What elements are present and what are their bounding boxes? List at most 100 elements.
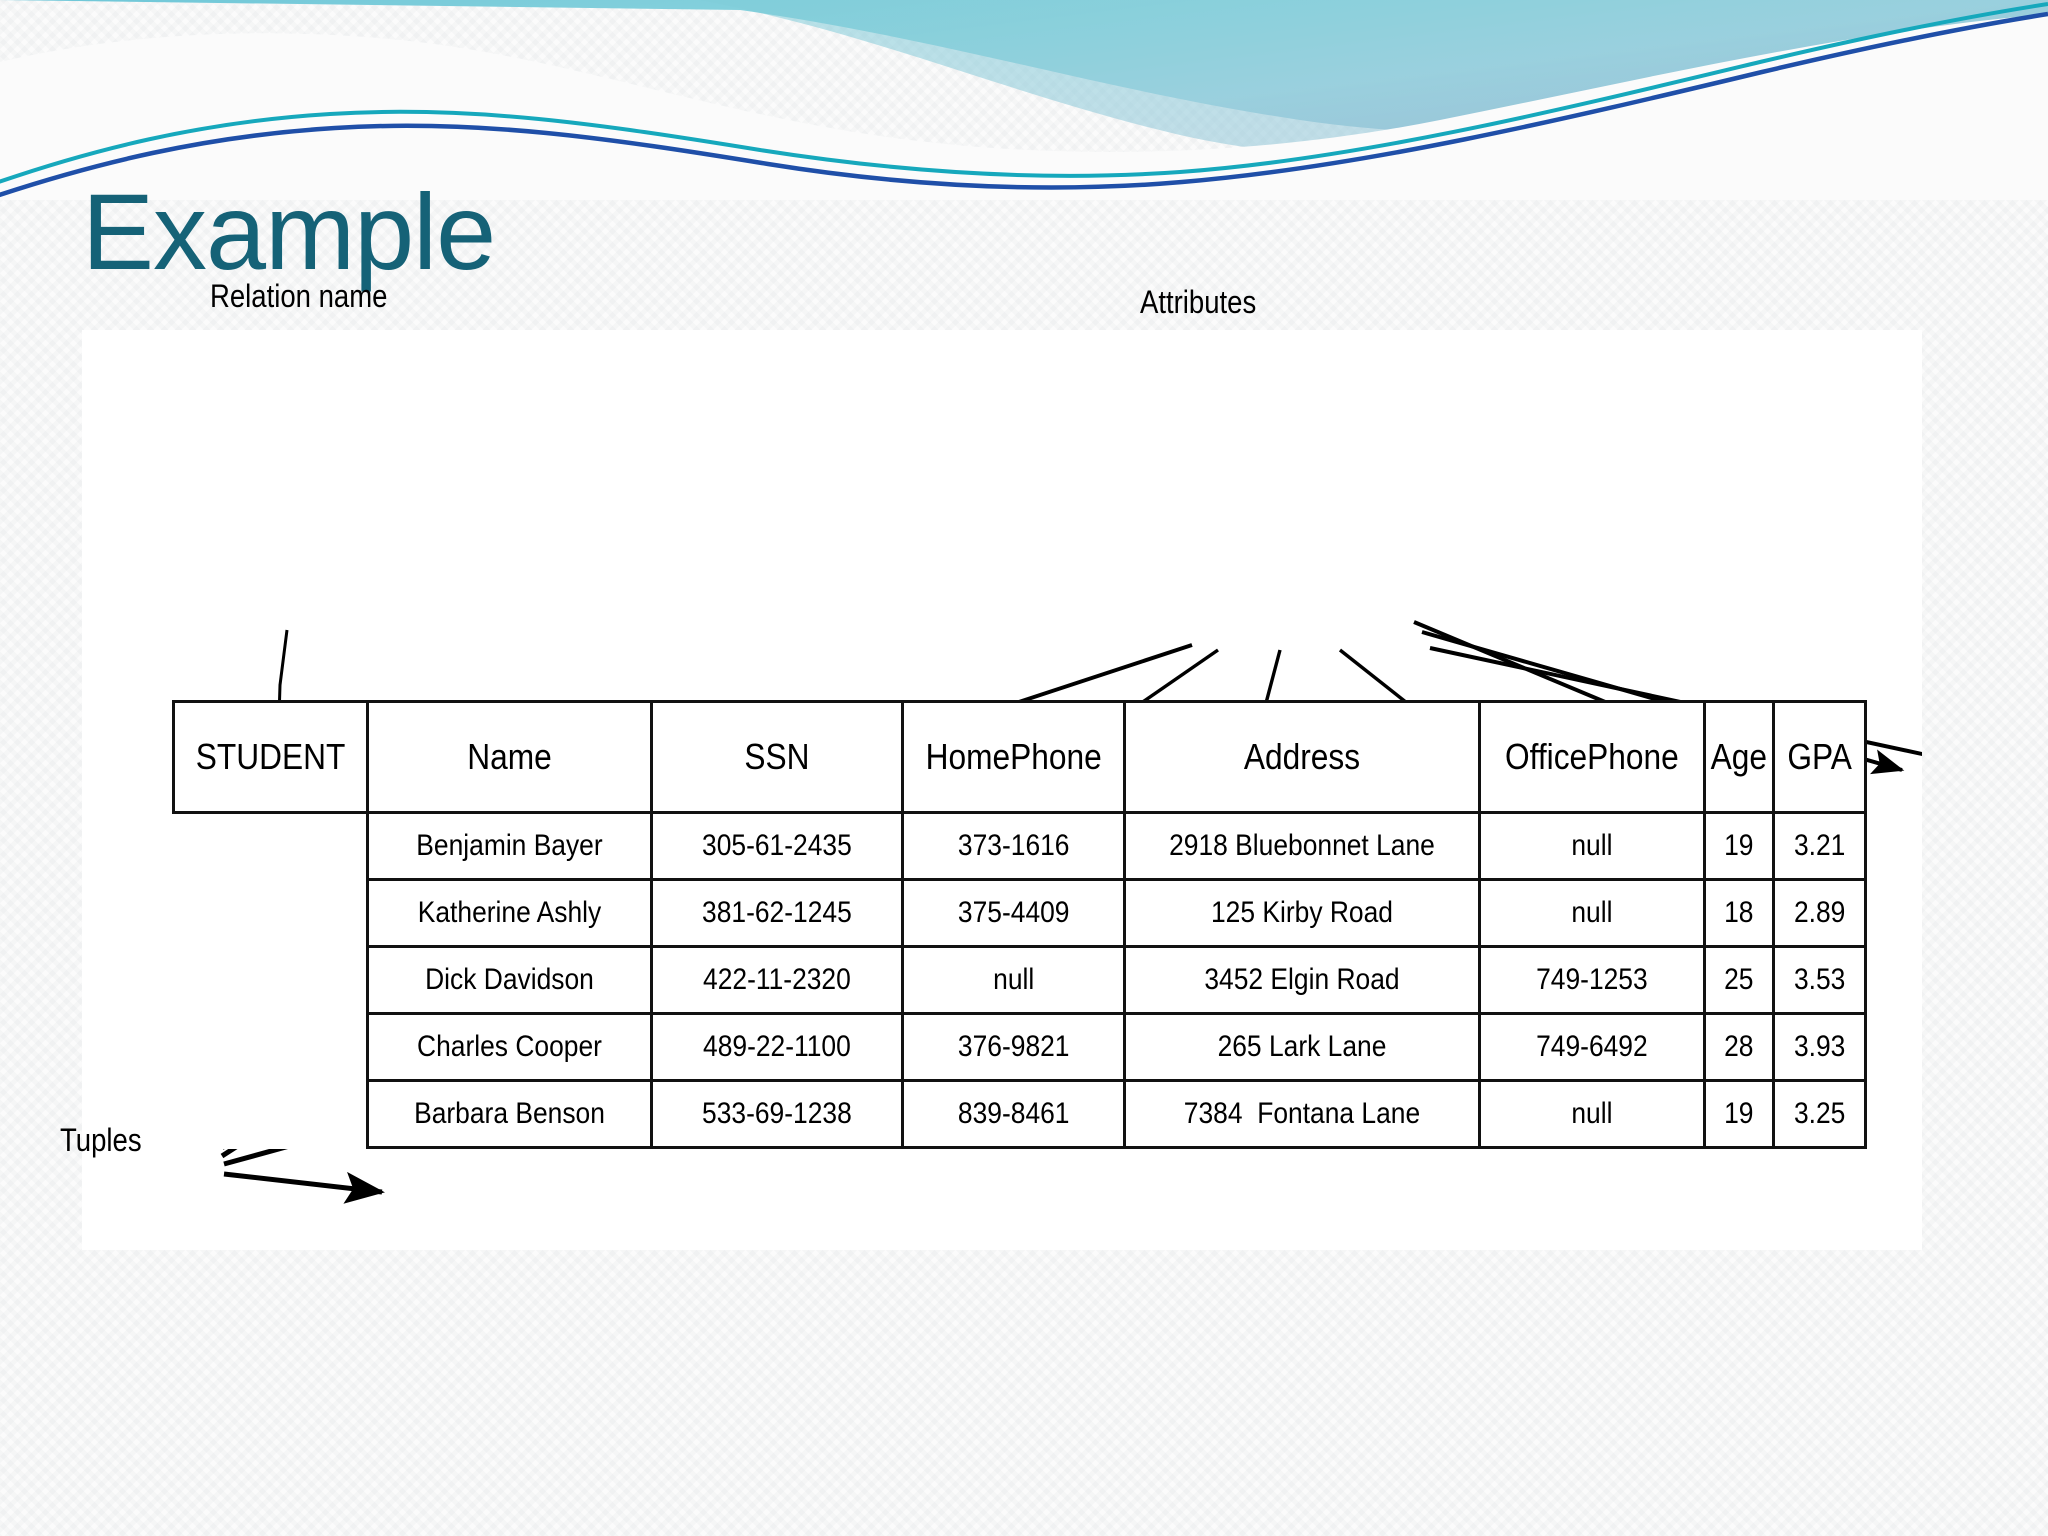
cell-text-homephone: 376-9821	[957, 1030, 1070, 1063]
cell-gpa: 3.21	[1771, 811, 1868, 881]
cell-ssn: 422-11-2320	[650, 945, 904, 1015]
cell-age: 25	[1703, 945, 1775, 1015]
cell-text-officephone: null	[1571, 1097, 1613, 1130]
cell-text-address: 7384 Fontana Lane	[1184, 1097, 1421, 1130]
cell-homephone: null	[900, 945, 1127, 1015]
cell-text-homephone: 373-1616	[957, 829, 1070, 862]
cell-text-homephone: 839-8461	[957, 1097, 1070, 1130]
table-header-row: STUDENT Name SSN HomePhone Address Offic…	[171, 700, 1868, 814]
cell-gpa: 3.25	[1771, 1079, 1868, 1149]
wave-white-sweep	[0, 14, 2048, 200]
header-label-homephone: HomePhone	[925, 736, 1102, 777]
header-cell-name: Name	[366, 700, 654, 814]
cell-text-ssn: 381-62-1245	[702, 896, 852, 929]
cell-name: Charles Cooper	[366, 1012, 654, 1082]
cell-text-officephone: 749-1253	[1536, 963, 1648, 996]
row-spacer-cell	[173, 879, 370, 947]
cell-address: 3452 Elgin Road	[1123, 945, 1482, 1015]
cell-text-gpa: 2.89	[1793, 896, 1846, 929]
cell-name: Benjamin Bayer	[366, 811, 654, 881]
row-spacer-cell	[173, 946, 370, 1014]
cell-text-ssn: 422-11-2320	[703, 963, 851, 996]
cell-text-name: Charles Cooper	[417, 1030, 602, 1063]
cell-text-age: 28	[1724, 1030, 1754, 1063]
table-body: Benjamin Bayer 305-61-2435 373-1616 2918…	[173, 811, 1868, 1149]
cell-gpa: 3.93	[1771, 1012, 1868, 1082]
arrow-tuple-5	[223, 1171, 385, 1204]
header-label-address: Address	[1244, 736, 1361, 777]
cell-name: Dick Davidson	[366, 945, 654, 1015]
header-label-gpa: GPA	[1787, 736, 1852, 777]
cell-age: 19	[1703, 1079, 1775, 1149]
cell-text-gpa: 3.53	[1793, 963, 1846, 996]
cell-officephone: null	[1478, 1079, 1707, 1149]
cell-address: 125 Kirby Road	[1123, 878, 1482, 948]
cell-text-gpa: 3.25	[1793, 1097, 1846, 1130]
cell-age: 28	[1703, 1012, 1775, 1082]
cell-text-ssn: 533-69-1238	[702, 1097, 852, 1130]
cell-text-name: Barbara Benson	[414, 1097, 605, 1130]
cell-ssn: 381-62-1245	[650, 878, 904, 948]
cell-text-officephone: null	[1571, 829, 1613, 862]
cell-age: 19	[1703, 811, 1775, 881]
cell-text-homephone: null	[993, 963, 1035, 996]
header-cell-homephone: HomePhone	[900, 700, 1127, 814]
cell-text-address: 125 Kirby Road	[1211, 896, 1394, 929]
cell-text-age: 25	[1724, 963, 1754, 996]
header-cell-student: STUDENT	[171, 700, 370, 814]
header-cell-gpa: GPA	[1771, 700, 1868, 814]
cell-ssn: 305-61-2435	[650, 811, 904, 881]
cell-text-ssn: 305-61-2435	[702, 829, 852, 862]
header-cell-ssn: SSN	[650, 700, 904, 814]
cell-name: Barbara Benson	[366, 1079, 654, 1149]
wave-line-cyan	[0, 2, 2048, 184]
header-label-officephone: OfficePhone	[1505, 736, 1680, 777]
cell-text-homephone: 375-4409	[957, 896, 1070, 929]
header-label-name: Name	[467, 736, 552, 777]
cell-address: 2918 Bluebonnet Lane	[1123, 811, 1482, 881]
cell-text-gpa: 3.21	[1793, 829, 1846, 862]
table-row: Benjamin Bayer 305-61-2435 373-1616 2918…	[173, 811, 1868, 881]
cell-age: 18	[1703, 878, 1775, 948]
cell-text-name: Katherine Ashly	[417, 896, 602, 929]
cell-officephone: null	[1478, 878, 1707, 948]
cell-text-name: Dick Davidson	[425, 963, 594, 996]
header-cell-officephone: OfficePhone	[1478, 700, 1707, 814]
cell-text-address: 3452 Elgin Road	[1204, 963, 1400, 996]
cell-text-age: 19	[1724, 1097, 1754, 1130]
student-relation-table: STUDENT Name SSN HomePhone Address Offic…	[171, 700, 1868, 1149]
cell-text-age: 19	[1724, 829, 1754, 862]
cell-homephone: 373-1616	[900, 811, 1127, 881]
table-header: STUDENT Name SSN HomePhone Address Offic…	[171, 700, 1868, 814]
row-spacer-cell	[173, 812, 370, 880]
cell-text-officephone: 749-6492	[1536, 1030, 1648, 1063]
cell-homephone: 839-8461	[900, 1079, 1127, 1149]
cell-gpa: 2.89	[1771, 878, 1868, 948]
cell-text-officephone: null	[1571, 896, 1613, 929]
label-tuples: Tuples	[60, 1122, 142, 1158]
cell-officephone: null	[1478, 811, 1707, 881]
header-wave-decoration	[0, 0, 2048, 200]
cell-address: 7384 Fontana Lane	[1123, 1079, 1482, 1149]
table-row: Katherine Ashly 381-62-1245 375-4409 125…	[173, 878, 1868, 948]
cell-ssn: 489-22-1100	[650, 1012, 904, 1082]
cell-gpa: 3.53	[1771, 945, 1868, 1015]
row-spacer-cell	[173, 1080, 370, 1148]
header-label-ssn: SSN	[744, 736, 810, 777]
header-label-age: Age	[1710, 736, 1768, 777]
cell-text-name: Benjamin Bayer	[416, 829, 603, 862]
table-row: Barbara Benson 533-69-1238 839-8461 7384…	[173, 1079, 1868, 1149]
cell-officephone: 749-1253	[1478, 945, 1707, 1015]
header-cell-age: Age	[1703, 700, 1775, 814]
cell-text-gpa: 3.93	[1793, 1030, 1846, 1063]
cell-text-address: 2918 Bluebonnet Lane	[1169, 829, 1436, 862]
table-row: Dick Davidson 422-11-2320 null 3452 Elgi…	[173, 945, 1868, 1015]
cell-homephone: 376-9821	[900, 1012, 1127, 1082]
cell-text-age: 18	[1724, 896, 1754, 929]
page-title: Example	[82, 171, 496, 292]
cell-homephone: 375-4409	[900, 878, 1127, 948]
header-cell-address: Address	[1123, 700, 1482, 814]
label-relation-name: Relation name	[210, 278, 388, 314]
cell-address: 265 Lark Lane	[1123, 1012, 1482, 1082]
